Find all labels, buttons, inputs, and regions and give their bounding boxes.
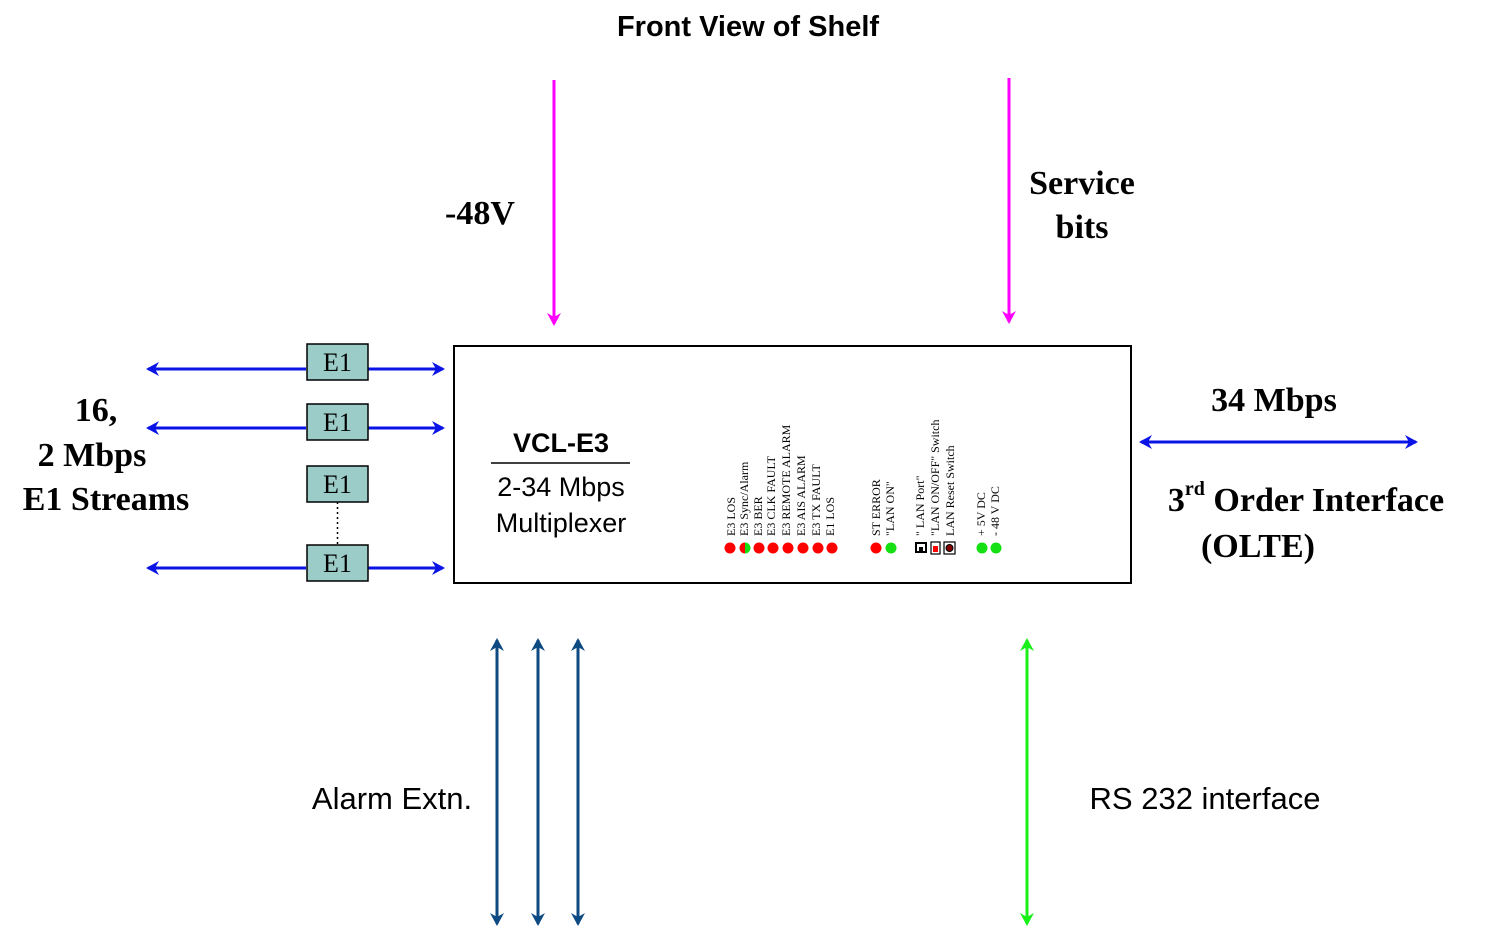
lan-reset-button-icon bbox=[943, 541, 956, 555]
e1-stream-3: E1 bbox=[306, 465, 369, 503]
e1-box bbox=[306, 343, 369, 381]
led-label-e3-ais-alarm: E3 AIS ALARM bbox=[794, 455, 808, 536]
led-label-e1-los: E1 LOS bbox=[823, 497, 837, 536]
device-name: VCL-E3 bbox=[513, 428, 609, 458]
port-label-lan-reset: LAN Reset Switch bbox=[943, 445, 957, 536]
device-subtitle-line1: 2-34 Mbps bbox=[497, 472, 625, 502]
e1-box bbox=[306, 465, 369, 503]
interface-label-line2: (OLTE) bbox=[1201, 528, 1315, 565]
streams-label-line2: 2 Mbps bbox=[38, 437, 147, 474]
port-label-lan-port: " LAN Port" bbox=[913, 475, 927, 536]
led-label-e3-clk-fault: E3 CLK FAULT bbox=[764, 455, 778, 536]
led-label-5v-dc: + 5V DC bbox=[974, 492, 988, 536]
power-label: -48V bbox=[445, 195, 515, 232]
led-labels-group1: E3 LOS E3 Sync/Alarm E3 BER E3 CLK FAULT… bbox=[724, 424, 837, 536]
led-e3-tx-fault bbox=[812, 542, 824, 554]
e1-stream-16: E1 bbox=[146, 544, 445, 582]
port-labels: " LAN Port" "LAN ON/OFF" Switch LAN Rese… bbox=[913, 420, 957, 536]
power-led-labels: + 5V DC - 48 V DC bbox=[974, 486, 1002, 536]
led-label-e3-sync-alarm: E3 Sync/Alarm bbox=[737, 461, 751, 536]
led-label-e3-ber: E3 BER bbox=[751, 496, 765, 536]
led-e3-remote-alarm bbox=[782, 542, 794, 554]
interface-superscript: rd bbox=[1185, 478, 1205, 500]
interface-text: Order Interface bbox=[1205, 482, 1444, 519]
lan-port-icon bbox=[915, 542, 927, 553]
led-label-lan-on: "LAN ON" bbox=[883, 481, 897, 536]
streams-label-line3: E1 Streams bbox=[23, 481, 190, 518]
interface-number: 3 bbox=[1168, 482, 1185, 519]
led-label-e3-tx-fault: E3 TX FAULT bbox=[809, 464, 823, 536]
e1-box-label: E1 bbox=[323, 549, 352, 578]
led-e3-los bbox=[724, 542, 736, 554]
e1-box-label: E1 bbox=[323, 470, 352, 499]
service-label-line1: Service bbox=[1029, 165, 1135, 202]
led-labels-group2: ST ERROR "LAN ON" bbox=[869, 479, 897, 536]
device-subtitle-line2: Multiplexer bbox=[496, 508, 627, 538]
led-48v-dc bbox=[990, 542, 1002, 554]
multiplexer-box bbox=[453, 345, 1132, 584]
led-lan-on bbox=[885, 542, 897, 554]
led-e3-clk-fault bbox=[767, 542, 779, 554]
e1-stream-1: E1 bbox=[146, 343, 445, 381]
streams-label-line1: 16, bbox=[75, 392, 118, 429]
diagram-title: Front View of Shelf bbox=[617, 11, 879, 43]
e1-stream-2: E1 bbox=[146, 403, 445, 441]
rs232-label: RS 232 interface bbox=[1090, 781, 1321, 816]
led-label-e3-remote-alarm: E3 REMOTE ALARM bbox=[779, 424, 793, 536]
leds-group1 bbox=[724, 542, 838, 554]
led-label-e3-los: E3 LOS bbox=[724, 497, 738, 536]
led-e3-ais-alarm bbox=[797, 542, 809, 554]
e1-box bbox=[306, 544, 369, 582]
led-e3-ber bbox=[753, 542, 765, 554]
alarm-extension-label: Alarm Extn. bbox=[312, 781, 472, 816]
service-label-line2: bits bbox=[1056, 209, 1109, 246]
e1-box-label: E1 bbox=[323, 348, 352, 377]
led-e3-sync-alarm bbox=[739, 542, 751, 554]
port-label-lan-switch: "LAN ON/OFF" Switch bbox=[928, 420, 942, 536]
rate-label: 34 Mbps bbox=[1211, 382, 1337, 419]
lan-toggle-switch-icon bbox=[930, 541, 941, 555]
led-st-error bbox=[870, 542, 882, 554]
e1-box bbox=[306, 403, 369, 441]
led-e1-los bbox=[826, 542, 838, 554]
led-5v-dc bbox=[976, 542, 988, 554]
interface-label-line1: 3rd Order Interface bbox=[1168, 478, 1444, 519]
e1-box-label: E1 bbox=[323, 408, 352, 437]
led-label-st-error: ST ERROR bbox=[869, 479, 883, 536]
led-label-48v-dc: - 48 V DC bbox=[988, 486, 1002, 536]
